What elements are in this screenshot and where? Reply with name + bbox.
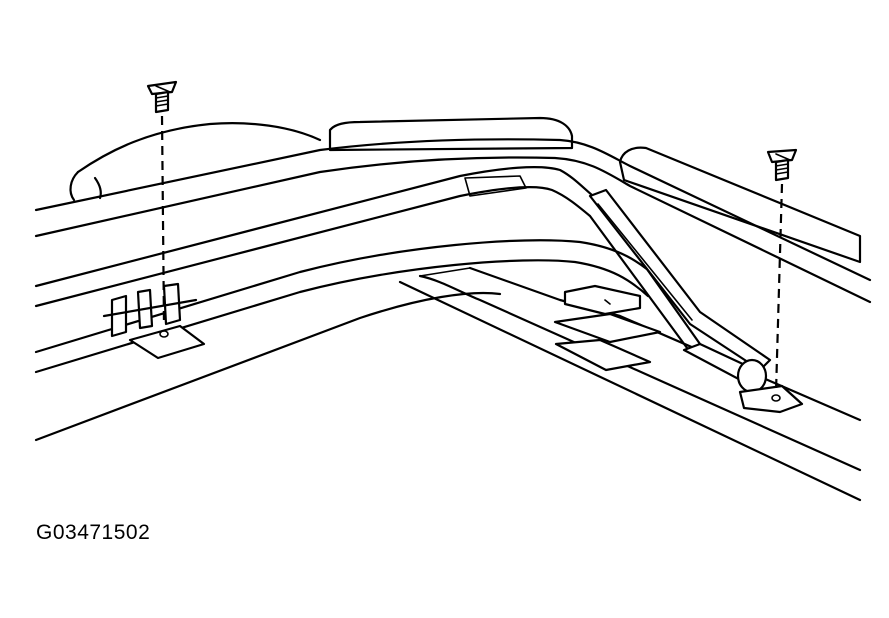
left-hinge-bracket (102, 282, 206, 360)
outer-rails (34, 138, 872, 304)
right-screw-icon (766, 148, 798, 182)
cushion-tube (328, 116, 862, 264)
right-screw-assembly (766, 148, 798, 393)
left-screw-assembly (146, 80, 178, 327)
left-screw-icon (146, 80, 178, 114)
headliner-dome (69, 122, 322, 202)
right-slider-parts (553, 284, 662, 372)
guide-track (34, 166, 702, 354)
lift-arm (588, 188, 804, 414)
figure-id-label: G03471502 (36, 521, 151, 544)
